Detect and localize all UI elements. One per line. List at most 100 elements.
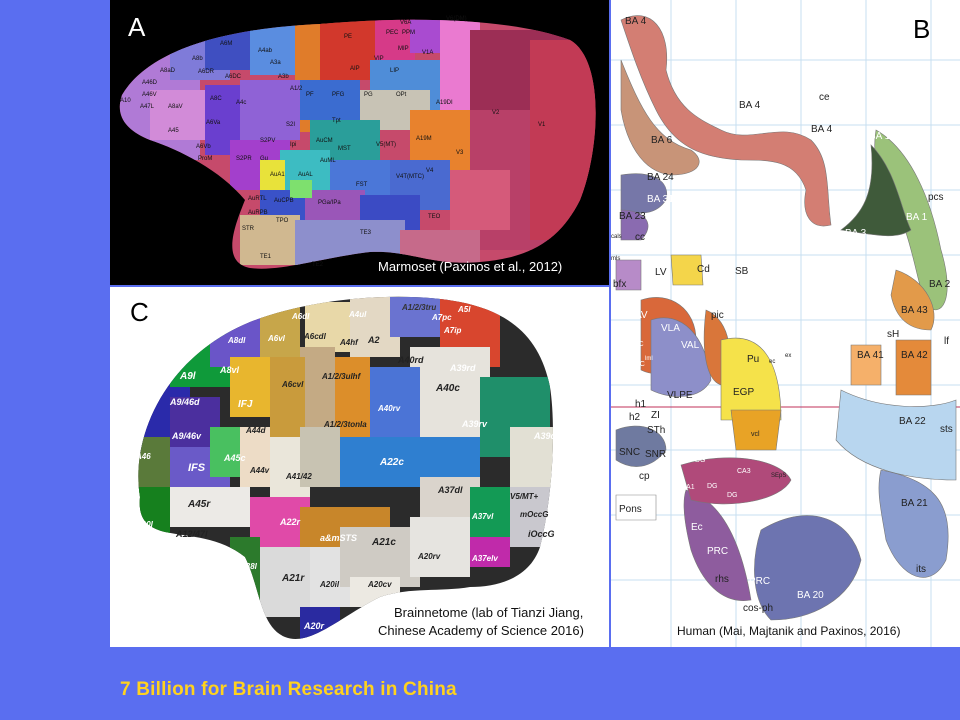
region-label: MDPC: [623, 341, 644, 348]
region-label: A6Va: [206, 120, 221, 126]
panel-letter: A: [128, 12, 146, 42]
region-label: S2I: [286, 122, 295, 128]
region-label: A7pc: [431, 313, 452, 322]
region-label: A45r: [187, 499, 211, 510]
panel-letter: C: [130, 297, 149, 327]
region-label: Pu: [747, 354, 759, 365]
region-label: A39c: [533, 431, 556, 441]
region-label: h1: [635, 399, 647, 410]
region-label: Pons: [619, 504, 642, 515]
region-label: VLPE: [667, 390, 693, 401]
region-label: BA 20: [797, 590, 824, 601]
region-label: TPO: [276, 218, 289, 224]
region-label: A40c: [435, 383, 460, 394]
panel-caption: Human (Mai, Majtanik and Paxinos, 2016): [677, 624, 901, 638]
panel-c-brainnetome: A1/2/3tru A5l A7pc A4ul A6dl A2 A7ip A8d…: [110, 287, 609, 647]
region-label: A2: [367, 335, 380, 345]
region-label: A44v: [249, 466, 270, 475]
region-label: V3: [456, 150, 464, 156]
region-label: STR: [242, 226, 255, 232]
region-label: mOccG: [520, 510, 548, 519]
region-label: Ec: [691, 522, 703, 533]
region-label: VIP: [374, 56, 384, 62]
region-label: A39rd: [449, 363, 476, 373]
region-label: SNC: [619, 447, 640, 458]
region-label: BA 4: [811, 124, 833, 135]
region-label: PF: [306, 92, 314, 98]
region-label: A8dl: [227, 336, 246, 345]
region-label: A38l: [239, 562, 258, 571]
region-label: A1/2/3tonIa: [323, 420, 367, 429]
region-label: STh: [647, 425, 665, 436]
region-label: ProM: [198, 156, 212, 162]
region-label: CA3: [737, 468, 751, 475]
region-label: DG: [727, 492, 738, 499]
region-label: VLA: [661, 323, 680, 334]
region-label: BA 41: [857, 350, 884, 361]
region-label: PRC: [707, 546, 728, 557]
region-label: A10l: [135, 520, 154, 529]
region-label: BA 21: [901, 498, 928, 509]
region-label: A8aV: [168, 104, 183, 110]
region-label: vcl: [751, 431, 760, 438]
region-label: BA 22: [899, 416, 926, 427]
region-label: A5l: [457, 305, 471, 314]
region-label: PFG: [332, 92, 345, 98]
region-label: BA 24: [647, 172, 674, 183]
region-label: BA 3: [845, 228, 867, 239]
region-label: Tpt: [332, 118, 341, 124]
region-label: A19M: [416, 136, 432, 142]
region-label: cc: [635, 232, 645, 243]
region-label: A1/2: [290, 86, 303, 92]
region-label: S2PR: [236, 156, 252, 162]
region-label: A3a: [270, 60, 281, 66]
region-label: V6A: [400, 20, 411, 26]
region-label: Ipi: [290, 142, 296, 148]
region-label: SEpS: [771, 473, 786, 479]
region-label: BA 1: [906, 212, 928, 223]
region-label: V4: [426, 168, 434, 174]
region-label: V4T(MTC): [396, 174, 424, 180]
region-label: TE1: [260, 254, 272, 260]
region-label: A38m: [231, 596, 254, 605]
region-label: AV: [635, 310, 648, 321]
region-label: BA 4: [625, 16, 647, 27]
region-label: AuRPB: [248, 210, 268, 216]
region-label: bfx: [613, 279, 626, 290]
region-label: BA 31: [647, 194, 674, 205]
region-label: AuAL: [298, 172, 313, 178]
region-label: AIP: [350, 66, 360, 72]
region-label: A8b: [192, 56, 203, 62]
region-label: V2: [492, 110, 500, 116]
region-label: FST: [356, 182, 368, 188]
region-label: A22c: [379, 457, 404, 468]
panel-caption-line-2: Chinese Academy of Science 2016): [378, 623, 584, 638]
region-label: TEO: [428, 214, 441, 220]
region-label: A37dl: [437, 485, 463, 495]
region-label: V5/MT+: [510, 492, 539, 501]
region-label: mls: [611, 256, 620, 262]
region-label: IFS: [188, 462, 206, 474]
panel-letter: B: [913, 14, 931, 44]
region-label: ec: [769, 359, 775, 365]
brainnetome-region-labels: A1/2/3tru A5l A7pc A4ul A6dl A2 A7ip A8d…: [135, 303, 556, 631]
region-label: A20r: [303, 621, 325, 631]
region-label: V6(DM): [446, 16, 467, 22]
region-label: MST: [338, 146, 351, 152]
region-label: cals: [611, 234, 622, 240]
region-label: PPM: [402, 30, 415, 36]
region-label: A9l: [179, 371, 196, 382]
region-label: OPt: [396, 92, 407, 98]
region-label: SB: [735, 266, 749, 277]
region-label: A10: [120, 98, 131, 104]
region-label: TE3: [360, 230, 372, 236]
region-label: A19DI: [436, 100, 453, 106]
region-label: PG: [364, 92, 373, 98]
region-label: lml: [645, 356, 653, 362]
region-label: A4ab: [258, 48, 273, 54]
region-label: PGa/IPa: [318, 200, 341, 206]
region-label: A20cv: [367, 580, 392, 589]
region-label: BA 23: [619, 211, 646, 222]
region-label: A8C: [210, 96, 222, 102]
human-lateral-cortex-map: A1/2/3tru A5l A7pc A4ul A6dl A2 A7ip A8d…: [135, 296, 556, 639]
